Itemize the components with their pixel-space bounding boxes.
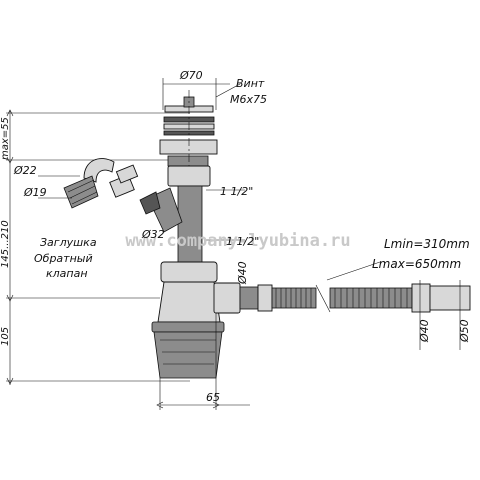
top-dimension [162, 78, 241, 110]
label-valve-line2: клапан [46, 267, 88, 280]
label-thread-upper: 1 1/2" [220, 185, 253, 198]
drain-strainer [159, 90, 218, 300]
watermark: www.company-lyubina.ru [125, 231, 350, 251]
hose-elbow [38, 158, 115, 209]
label-screw-title: Винт [236, 77, 265, 90]
label-dia40-top: Ø40 [236, 261, 249, 285]
bottle-trap [151, 281, 250, 410]
label-max55: max=55 [0, 117, 11, 160]
label-dia50: Ø50 [458, 319, 471, 343]
label-range: 145...210 [0, 220, 11, 268]
corrugated-hose [271, 284, 413, 313]
label-plug: Заглушка [40, 236, 97, 249]
label-dia40-bottom: Ø40 [418, 319, 431, 343]
label-dia22: Ø22 [13, 164, 37, 177]
label-dim105: 105 [0, 327, 11, 346]
outlet-pipe [213, 261, 471, 350]
riser-tube [160, 165, 245, 283]
label-lmax: Lmax=650mm [372, 257, 461, 271]
label-screw-spec: M6x75 [230, 93, 267, 106]
label-dia70: Ø70 [179, 69, 203, 82]
label-thread-lower: 1 1/2" [226, 235, 259, 248]
label-dim65: 65 [206, 391, 220, 404]
overflow-branch [109, 164, 183, 233]
label-dia32: Ø32 [141, 228, 165, 241]
label-dia19: Ø19 [23, 186, 47, 199]
label-lmin: Lmin=310mm [384, 237, 470, 251]
left-dimension-lines [6, 109, 190, 385]
label-valve-line1: Обратный [34, 252, 93, 265]
